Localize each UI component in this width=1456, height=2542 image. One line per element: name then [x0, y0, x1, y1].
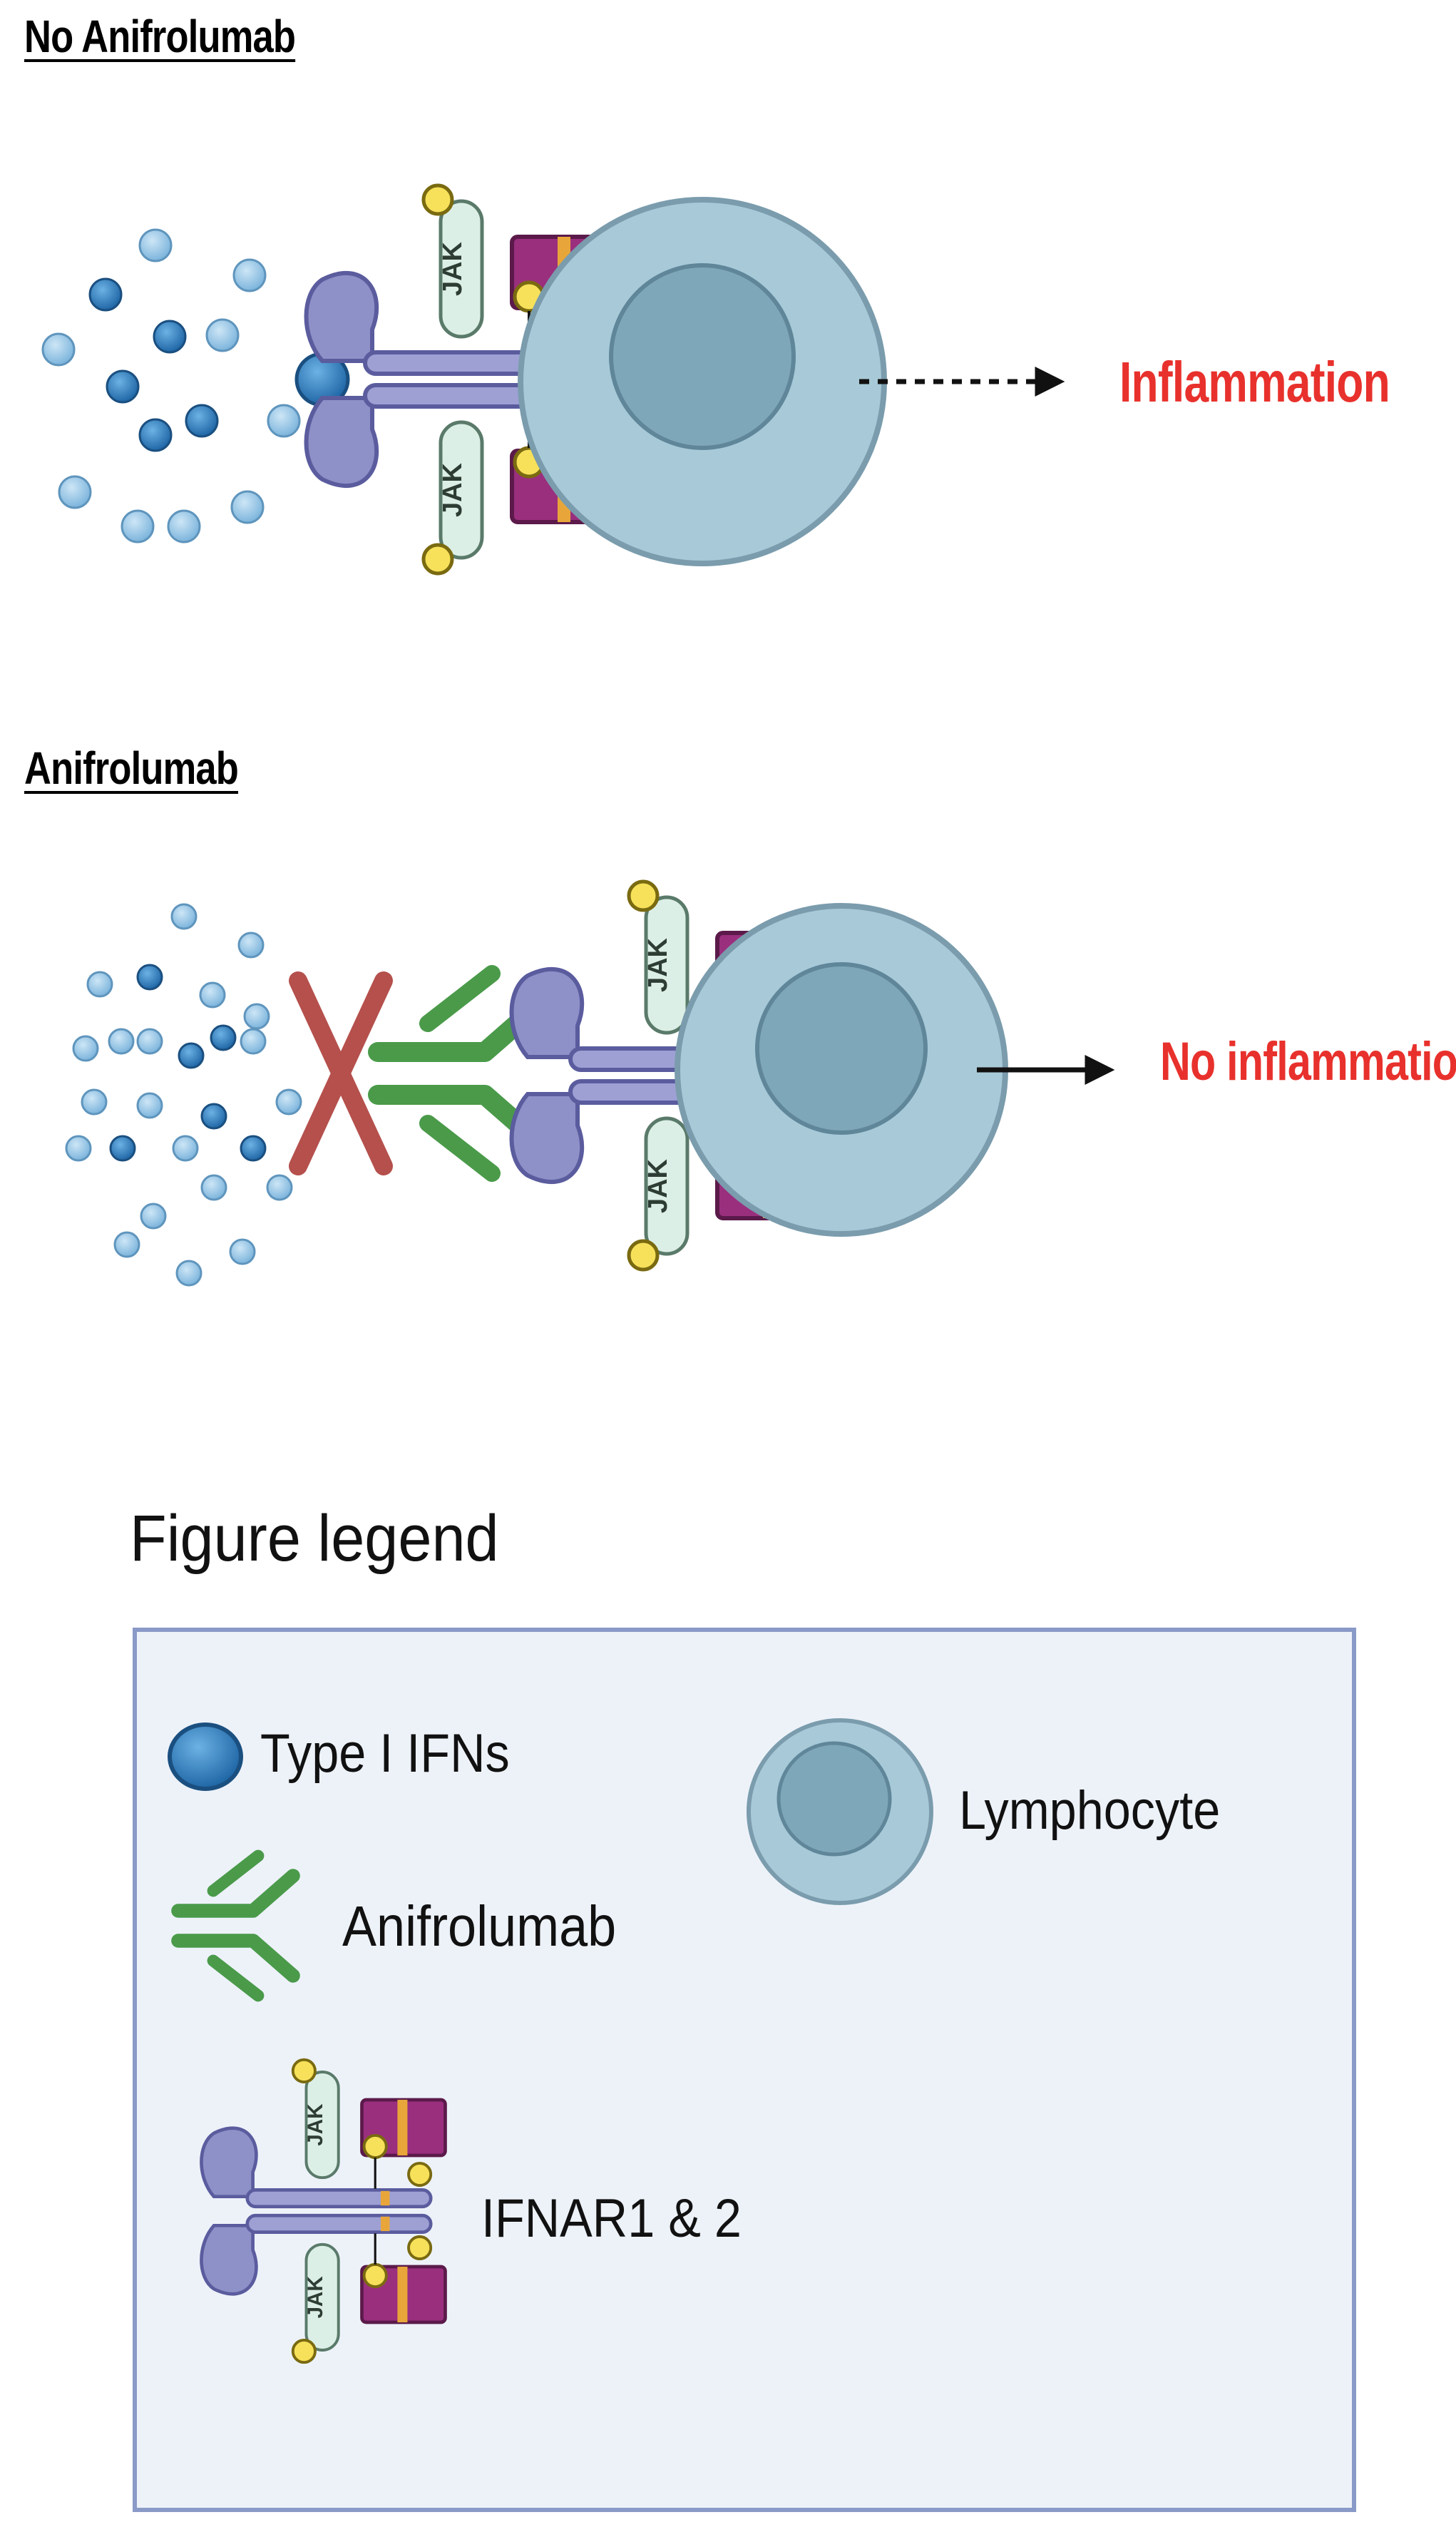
legend-label-ifnar: IFNAR1 & 2: [481, 2188, 742, 2249]
lymphocyte-cell: [518, 197, 887, 566]
ifn-particle: [113, 1231, 140, 1258]
ifn-particle: [121, 509, 155, 543]
ifn-cloud: [41, 228, 301, 543]
ifn-particle: [109, 1135, 136, 1162]
ifn-particle: [237, 931, 265, 959]
receptor-legend-icon: JAK JAK: [201, 2060, 445, 2362]
ifn-particle: [138, 228, 173, 262]
jak-label-top: JAK: [643, 937, 673, 992]
ifn-particle: [275, 1088, 302, 1116]
lymphocyte-legend-icon: [747, 1718, 933, 1905]
outcome-no-inflammation: No inflammation: [1160, 1031, 1456, 1092]
ifn-legend-icon: [168, 1722, 243, 1791]
ifn-particle: [205, 318, 240, 352]
ifn-particle: [138, 418, 173, 452]
ifn-particle: [170, 903, 198, 930]
ifn-particle: [200, 1103, 227, 1130]
legend-label-lymphocyte: Lymphocyte: [959, 1780, 1221, 1841]
jak-label-bottom: JAK: [304, 2276, 327, 2319]
ifn-particle: [136, 1028, 163, 1055]
ifn-particle: [172, 1135, 199, 1162]
antibody-legend-icon: [178, 1856, 293, 1996]
ifn-particle: [243, 1003, 270, 1030]
ifn-particle: [106, 369, 140, 404]
ifn-particle: [232, 258, 267, 292]
outcome-inflammation: Inflammation: [1119, 350, 1390, 414]
ifn-particle: [153, 320, 187, 354]
ifn-particle: [175, 1260, 202, 1287]
ifn-particle: [81, 1088, 108, 1116]
jak-label-bottom: JAK: [643, 1158, 673, 1213]
ifn-particle: [88, 277, 123, 312]
ifn-particle: [240, 1028, 267, 1055]
blocked-x-icon: [289, 971, 393, 1175]
ifnar-receptor: JAK JAK: [307, 185, 620, 573]
ifn-particle: [65, 1135, 92, 1162]
jak-label-top: JAK: [438, 241, 468, 296]
ifn-particle: [140, 1203, 167, 1230]
ifn-particle: [72, 1035, 99, 1062]
legend-label-type-i-ifns: Type I IFNs: [260, 1723, 510, 1784]
legend-label-anifrolumab: Anifrolumab: [342, 1894, 617, 1958]
panel-anifrolumab: JAK JAK: [65, 882, 1115, 1287]
ifnar-receptor: JAK JAK: [512, 882, 825, 1270]
panel-heading-no-anifrolumab: No Anifrolumab: [24, 11, 296, 62]
ifn-particle: [199, 981, 226, 1009]
ifn-particle: [86, 971, 113, 998]
ifn-particle: [230, 490, 265, 524]
ifn-particle: [266, 1174, 293, 1201]
ifn-particle: [58, 475, 92, 509]
ifn-particle: [240, 1135, 267, 1162]
ifn-particle: [136, 964, 163, 991]
ifn-particle: [200, 1174, 227, 1201]
ifn-particle: [185, 404, 219, 438]
legend-title: Figure legend: [130, 1502, 499, 1575]
ifn-particle: [267, 404, 301, 438]
ifn-particle: [210, 1024, 237, 1051]
ifn-particle: [108, 1028, 135, 1055]
ifn-particle: [136, 1092, 163, 1119]
panel-heading-anifrolumab: Anifrolumab: [24, 742, 239, 794]
ifn-particle: [167, 509, 201, 543]
ifn-particle: [229, 1238, 256, 1265]
lymphocyte-cell: [675, 903, 1008, 1237]
ifn-particle: [41, 332, 76, 367]
ifn-cloud: [65, 903, 302, 1287]
jak-label-bottom: JAK: [438, 462, 468, 517]
ifn-particle: [178, 1042, 205, 1069]
jak-label-top: JAK: [304, 2103, 327, 2146]
panel-no-anifrolumab: JAK JAK: [41, 185, 1065, 573]
legend-box: [133, 1628, 1356, 2512]
